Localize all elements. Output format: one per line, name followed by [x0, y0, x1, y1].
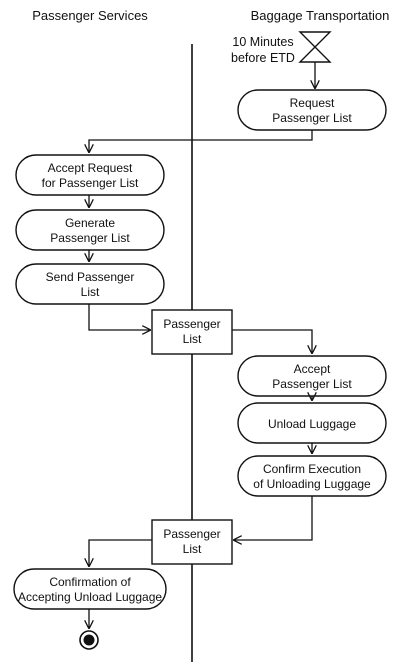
- action-label-line1: Generate: [65, 216, 115, 230]
- action-label-line2: Accepting Unload Luggage: [18, 590, 162, 604]
- arrow-confirm-to-object2: [234, 496, 313, 540]
- arrow-request-to-accept: [89, 130, 313, 152]
- action-label-line1: Accept: [294, 362, 331, 376]
- action-label-line2: Passenger List: [50, 231, 130, 245]
- action-send-passenger-list: Send Passenger List: [15, 263, 165, 305]
- action-label-line2: for Passenger List: [42, 176, 139, 190]
- action-label-line2: of Unloading Luggage: [253, 477, 371, 491]
- object-label-line1: Passenger: [163, 527, 220, 541]
- timer-hourglass-icon: [298, 31, 332, 63]
- lane-header-passenger-services: Passenger Services: [32, 8, 148, 23]
- action-unload-luggage: Unload Luggage: [237, 402, 387, 444]
- action-label-line2: List: [81, 285, 100, 299]
- arrow-object1-to-accept-list: [232, 329, 312, 353]
- object-label-line2: List: [183, 542, 202, 556]
- action-label-line1: Request: [290, 96, 335, 110]
- final-node-icon: [79, 630, 99, 650]
- arrow-object2-to-confirmation: [89, 539, 152, 566]
- action-accept-request: Accept Request for Passenger List: [15, 154, 165, 196]
- action-label-line2: Passenger List: [272, 377, 352, 391]
- action-confirmation-accepting: Confirmation of Accepting Unload Luggage: [13, 568, 167, 610]
- action-accept-passenger-list: Accept Passenger List: [237, 355, 387, 397]
- action-label-line1: Confirmation of: [49, 575, 131, 589]
- object-passenger-list-1: Passenger List: [151, 309, 233, 355]
- action-label-line2: Passenger List: [272, 111, 352, 125]
- action-generate-passenger-list: Generate Passenger List: [15, 209, 165, 251]
- action-label-line1: Accept Request: [48, 161, 133, 175]
- arrow-send-to-object1: [88, 304, 150, 330]
- action-label-line1: Confirm Execution: [263, 462, 361, 476]
- object-passenger-list-2: Passenger List: [151, 519, 233, 565]
- action-label: Unload Luggage: [268, 417, 356, 431]
- lane-header-baggage-transportation: Baggage Transportation: [251, 8, 390, 23]
- action-confirm-execution: Confirm Execution of Unloading Luggage: [237, 455, 387, 497]
- action-label-line1: Send Passenger: [46, 270, 135, 284]
- object-label-line2: List: [183, 332, 202, 346]
- timer-label-line1: 10 Minutes: [232, 35, 293, 49]
- timer-label-line2: before ETD: [231, 51, 295, 65]
- action-request-passenger-list: Request Passenger List: [237, 89, 387, 131]
- object-label-line1: Passenger: [163, 317, 220, 331]
